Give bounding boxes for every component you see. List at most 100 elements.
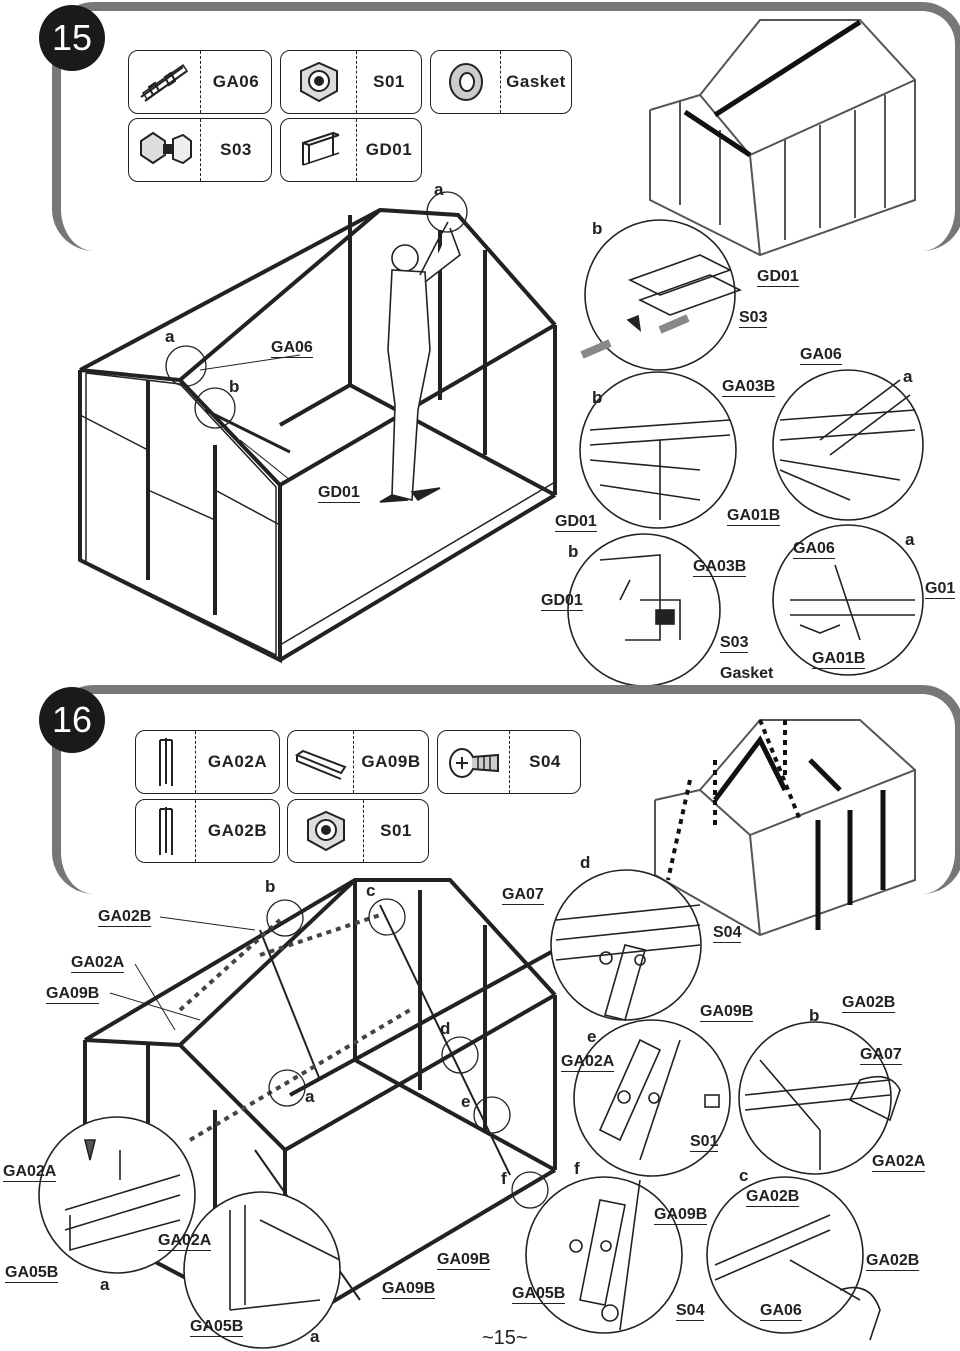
label-ga02a: GA02A xyxy=(872,1153,926,1172)
label-b: b xyxy=(592,219,603,238)
detail-circle-f xyxy=(525,1176,683,1334)
part-code: S01 xyxy=(373,72,405,91)
label-s03: S03 xyxy=(720,634,749,653)
part-code: S01 xyxy=(380,821,412,840)
label-b: b xyxy=(592,388,603,407)
screw-icon xyxy=(438,731,510,793)
label-c: c xyxy=(366,881,376,900)
label-ga09b: GA09B xyxy=(437,1251,491,1270)
part-card-s04: S04 xyxy=(437,730,581,794)
detail-circle-c xyxy=(706,1176,864,1334)
step-16-frame xyxy=(52,685,960,894)
label-g01: G01 xyxy=(925,580,956,599)
part-code: GA02A xyxy=(207,752,268,771)
part-card-ga02a: GA02A xyxy=(135,730,280,794)
greenhouse-inner-15 xyxy=(79,372,556,657)
label-ga06: GA06 xyxy=(760,1302,802,1321)
part-code: GA06 xyxy=(212,72,260,91)
label-ga03b: GA03B xyxy=(693,558,747,577)
part-code: GA09B xyxy=(361,752,421,771)
label-s04: S04 xyxy=(676,1302,705,1321)
callout-circle-e xyxy=(473,1096,511,1134)
label-ga02b: GA02B xyxy=(746,1188,800,1207)
part-card-s03: S03 xyxy=(128,118,272,182)
detail-circle-b xyxy=(738,1021,892,1175)
label-a: a xyxy=(905,530,915,549)
detail-circle-ga03b xyxy=(579,371,737,529)
bolt-icon xyxy=(129,119,201,181)
label-gasket: Gasket xyxy=(720,665,774,682)
step-15-drawing xyxy=(78,19,924,687)
callout-circle-b xyxy=(266,899,304,937)
profile-ga09b-icon xyxy=(288,731,354,793)
callout-circle-a-top xyxy=(426,191,468,233)
label-c: c xyxy=(739,1166,749,1185)
part-code: GD01 xyxy=(365,140,413,159)
label-f: f xyxy=(574,1159,580,1178)
label-b: b xyxy=(809,1006,820,1025)
step-15-frame xyxy=(52,2,960,251)
profile-ga02b-icon xyxy=(136,800,196,862)
label-a: a xyxy=(305,1087,315,1106)
overview-ridge-highlight xyxy=(713,19,862,118)
label-ga09b: GA09B xyxy=(654,1206,708,1225)
step-15-badge: 15 xyxy=(39,5,105,71)
label-gd01: GD01 xyxy=(541,592,583,611)
label-ga05b: GA05B xyxy=(190,1318,244,1337)
label-a: a xyxy=(310,1327,320,1346)
part-card-ga09b: GA09B xyxy=(287,730,429,794)
label-a: a xyxy=(165,327,175,346)
part-code: GA02B xyxy=(207,821,268,840)
part-card-ga02b: GA02B xyxy=(135,799,280,863)
step-15-frame-mask xyxy=(100,200,920,260)
label-s04: S04 xyxy=(713,924,742,943)
label-a: a xyxy=(434,180,444,199)
part-card-s01: S01 xyxy=(280,50,422,114)
profile-gd01-icon xyxy=(281,119,357,181)
label-gd01: GD01 xyxy=(555,513,597,532)
label-ga06: GA06 xyxy=(800,346,842,365)
label-d: d xyxy=(440,1019,451,1038)
label-ga01b: GA01B xyxy=(812,650,866,669)
nut-icon xyxy=(288,800,364,862)
overview-greenhouse-15 xyxy=(649,19,916,257)
label-gd01: GD01 xyxy=(318,484,360,503)
label-e: e xyxy=(461,1092,471,1111)
label-ga09b: GA09B xyxy=(382,1280,436,1299)
label-ga02a: GA02A xyxy=(71,954,125,973)
label-ga09b: GA09B xyxy=(700,1003,754,1022)
callout-circle-c xyxy=(368,898,406,936)
label-ga02b: GA02B xyxy=(842,994,896,1013)
label-ga07: GA07 xyxy=(502,886,544,905)
nut-icon xyxy=(281,51,357,113)
part-code: Gasket xyxy=(506,72,566,91)
label-ga09b: GA09B xyxy=(46,985,100,1004)
label-b: b xyxy=(568,542,579,561)
part-card-gd01: GD01 xyxy=(280,118,422,182)
label-ga06: GA06 xyxy=(271,339,313,358)
label-ga02b: GA02B xyxy=(866,1252,920,1271)
label-ga06: GA06 xyxy=(793,540,835,559)
callout-circle-a-left xyxy=(165,345,207,387)
callout-circle-d xyxy=(441,1036,479,1074)
label-ga02b: GA02B xyxy=(98,908,152,927)
label-ga02a: GA02A xyxy=(158,1232,212,1251)
label-d: d xyxy=(580,853,591,872)
label-e: e xyxy=(587,1027,597,1046)
label-ga05b: GA05B xyxy=(512,1285,566,1304)
label-a: a xyxy=(903,367,913,386)
label-b: b xyxy=(229,377,240,396)
label-gd01: GD01 xyxy=(757,268,799,287)
part-card-s01: S01 xyxy=(287,799,429,863)
label-ga01b: GA01B xyxy=(727,507,781,526)
label-b: b xyxy=(265,877,276,896)
page-number: ~15~ xyxy=(482,1327,528,1349)
label-ga03b: GA03B xyxy=(722,378,776,397)
part-code: S03 xyxy=(220,140,252,159)
profile-ga06-icon xyxy=(129,51,201,113)
greenhouse-frame-15 xyxy=(78,207,557,664)
label-s03: S03 xyxy=(739,309,768,328)
gasket-icon xyxy=(431,51,501,113)
person-figure xyxy=(379,221,461,503)
callout-circle-b-left xyxy=(194,387,236,429)
